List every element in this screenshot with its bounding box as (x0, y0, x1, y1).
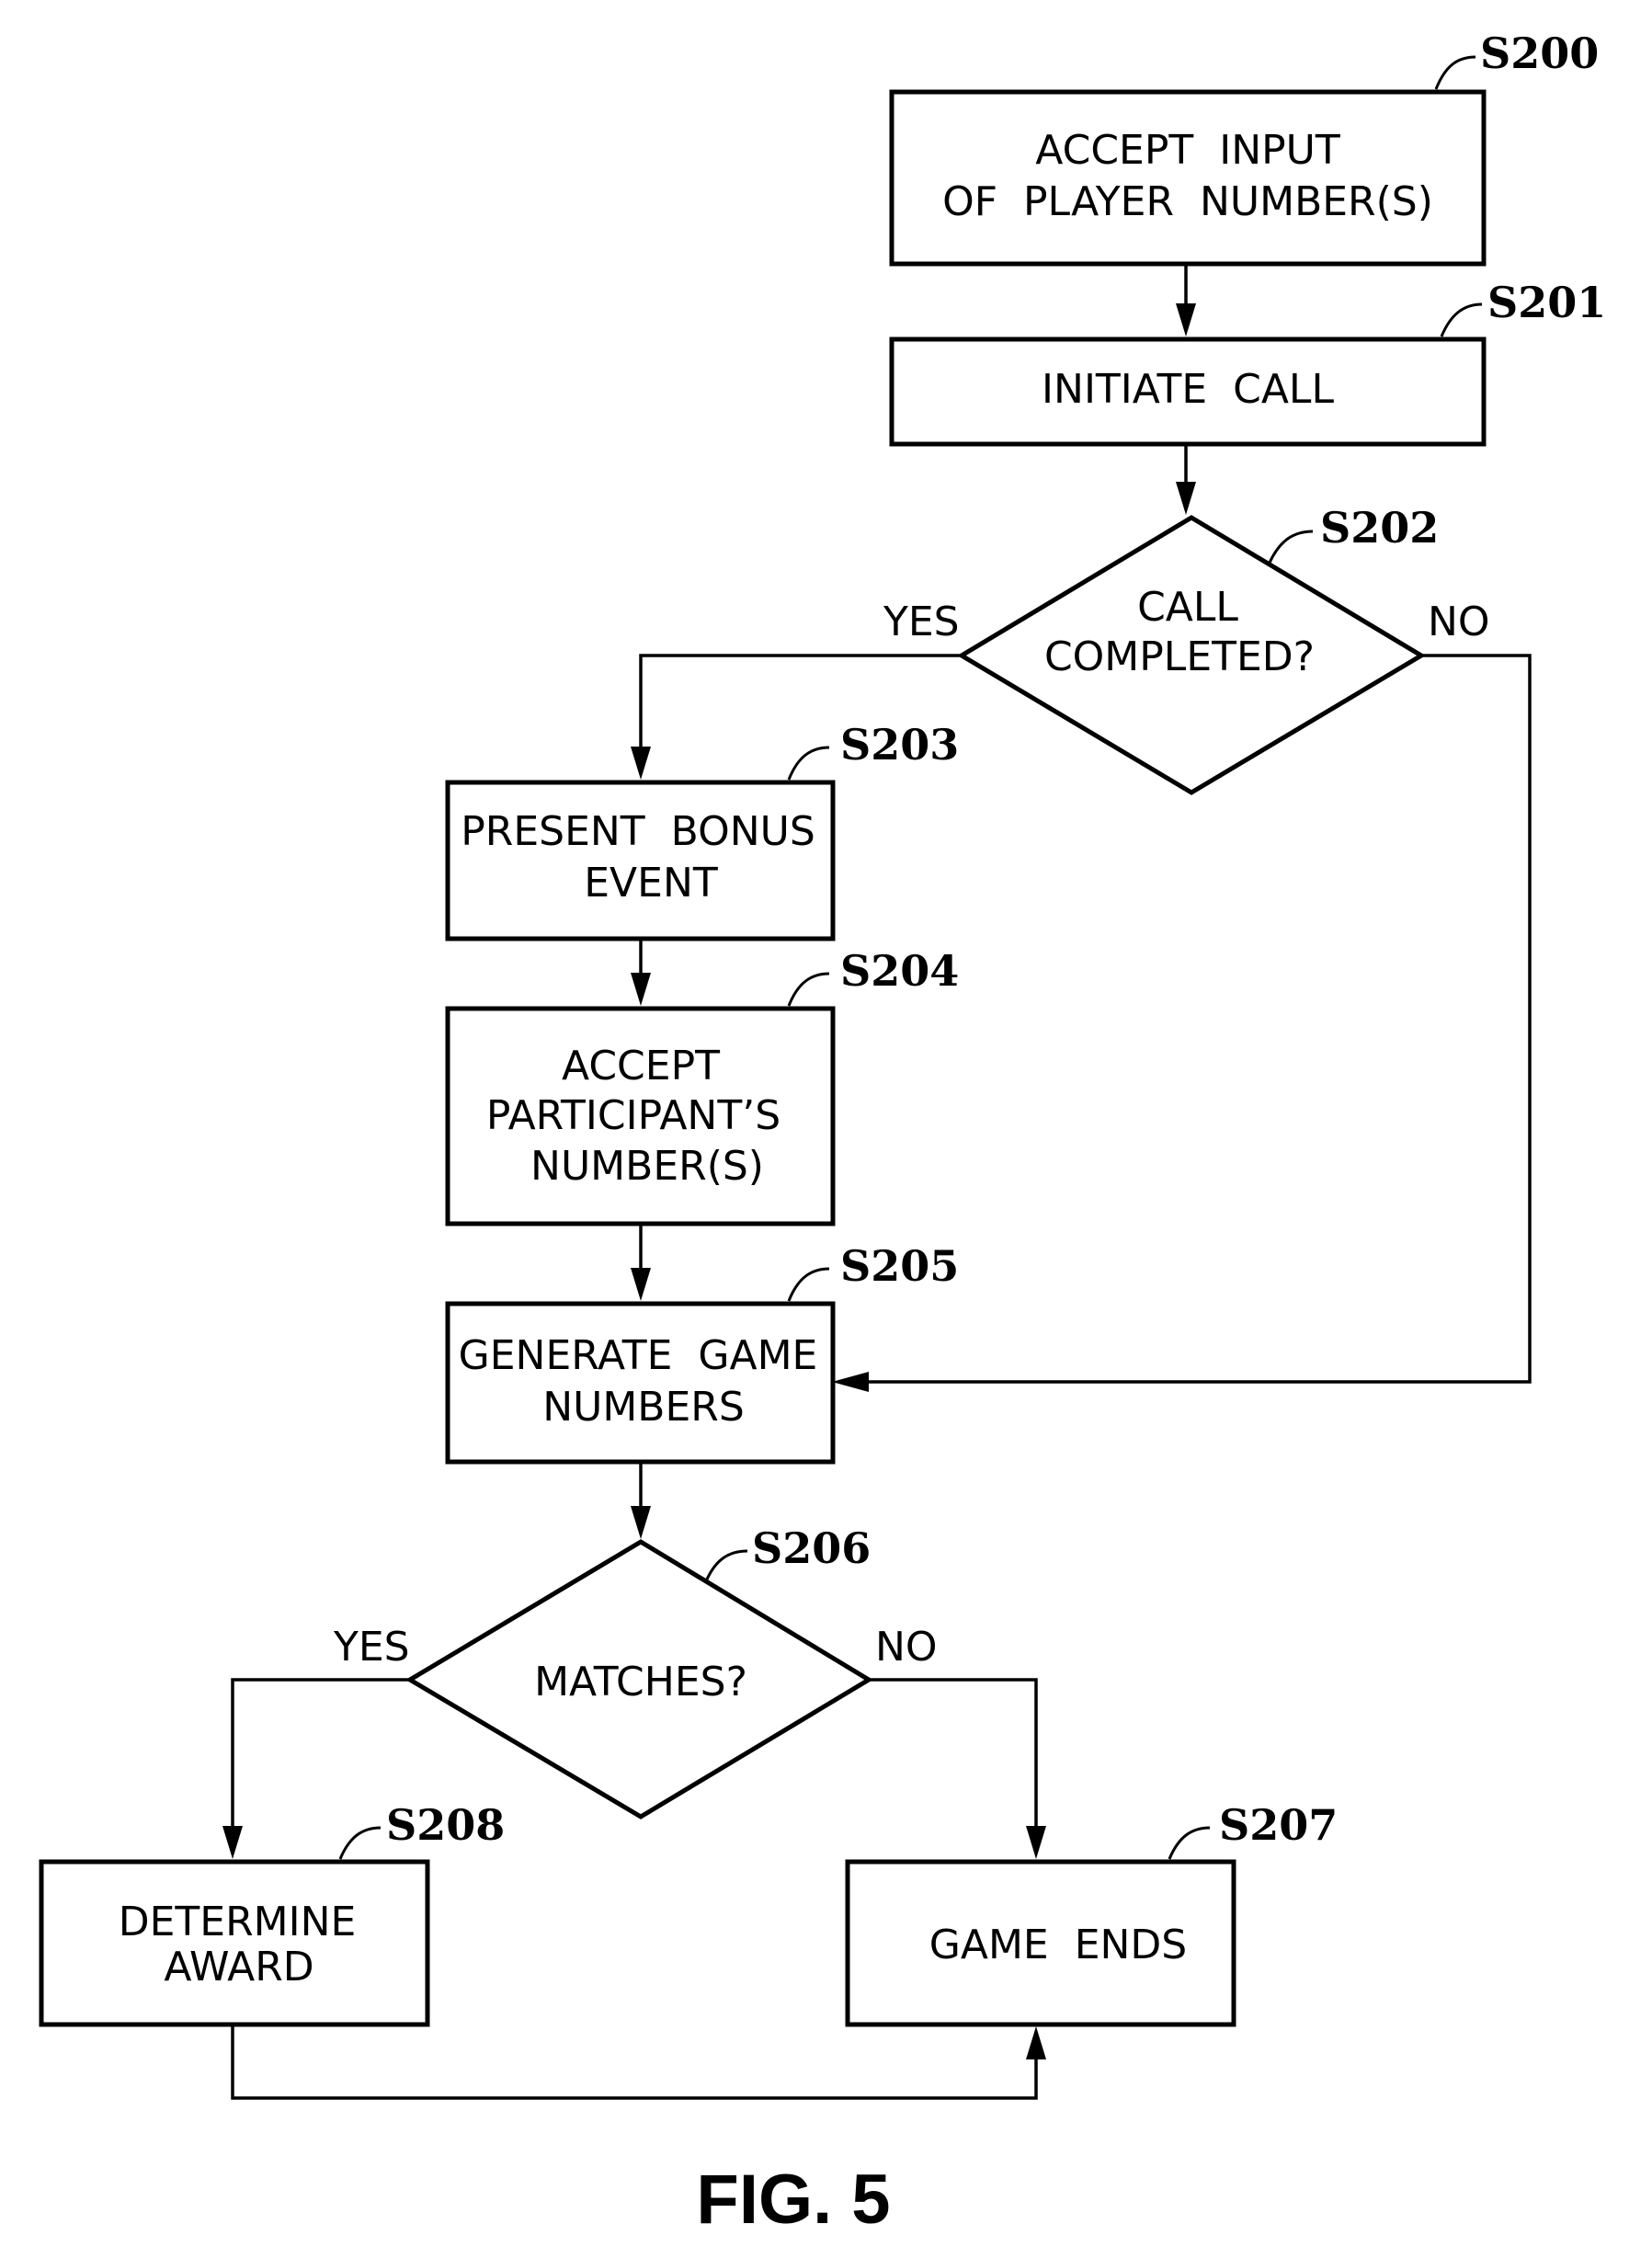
leader-s207 (1169, 1828, 1210, 1859)
leader-s208 (340, 1828, 381, 1859)
step-s205: GENERATE GAME NUMBERS S205 (448, 1241, 959, 1462)
step-s202: CALL COMPLETED? S202 YES NO (883, 503, 1490, 793)
figure-label: FIG. 5 (696, 2161, 890, 2239)
step-s200: ACCEPT INPUT OF PLAYER NUMBER(S) S200 (892, 29, 1599, 264)
arrowhead-s204 (631, 973, 651, 1006)
s206-yes-label: YES (333, 1624, 410, 1671)
s203-line2: EVENT (584, 860, 718, 907)
s202-yes-label: YES (883, 599, 960, 645)
s205-line1: GENERATE GAME (459, 1332, 818, 1379)
s206-line1: MATCHES? (534, 1659, 747, 1705)
s208-line2: AWARD (164, 1944, 313, 1990)
leader-s203 (789, 747, 829, 780)
leader-s200 (1436, 57, 1475, 89)
s207-line1: GAME ENDS (929, 1922, 1187, 1968)
leader-s206 (706, 1551, 747, 1581)
connector-s206-no (869, 1680, 1036, 1833)
ref-s204: S204 (840, 946, 959, 996)
arrowhead-s203 (631, 747, 651, 780)
ref-s205: S205 (840, 1241, 959, 1291)
s200-line1: ACCEPT INPUT (1035, 127, 1340, 174)
ref-s202: S202 (1320, 503, 1439, 553)
connector-s206-yes (233, 1680, 410, 1833)
step-s206: MATCHES? S206 YES NO (333, 1523, 938, 1817)
leader-s205 (789, 1269, 829, 1301)
arrowhead-s201 (1176, 303, 1196, 336)
s204-line2: PARTICIPANT’S (486, 1092, 780, 1139)
ref-s207: S207 (1219, 1800, 1338, 1850)
s200-line2: OF PLAYER NUMBER(S) (942, 178, 1433, 225)
step-s203: PRESENT BONUS EVENT S203 (448, 720, 959, 939)
s205-line2: NUMBERS (542, 1384, 745, 1431)
ref-s206: S206 (752, 1523, 871, 1573)
ref-s208: S208 (386, 1800, 505, 1850)
s202-line1: CALL (1137, 584, 1238, 631)
process-box-s205 (448, 1304, 833, 1462)
leader-s201 (1441, 304, 1482, 336)
s203-line1: PRESENT BONUS (461, 808, 815, 855)
s202-no-label: NO (1428, 599, 1490, 645)
step-s207: GAME ENDS S207 (848, 1800, 1338, 2025)
step-s201: INITIATE CALL S201 (892, 278, 1606, 444)
ref-s203: S203 (840, 720, 959, 770)
s202-line2: COMPLETED? (1044, 633, 1315, 680)
s204-line3: NUMBER(S) (530, 1143, 764, 1190)
s201-line1: INITIATE CALL (1042, 366, 1334, 413)
arrowhead-s208 (222, 1826, 243, 1859)
leader-s202 (1270, 531, 1313, 563)
step-s204: ACCEPT PARTICIPANT’S NUMBER(S) S204 (448, 946, 959, 1224)
leader-s204 (789, 974, 829, 1006)
arrowhead-s205 (631, 1268, 651, 1301)
ref-s201: S201 (1487, 278, 1606, 327)
connector-s208-s207 (233, 2025, 1036, 2098)
arrowhead-s207-bottom (1026, 2026, 1046, 2059)
arrowhead-s205-side (832, 1372, 869, 1392)
arrowhead-s207 (1026, 1826, 1046, 1859)
arrowhead-s206 (631, 1506, 651, 1539)
s208-line1: DETERMINE (119, 1899, 357, 1945)
step-s208: DETERMINE AWARD S208 (41, 1800, 505, 2025)
s206-no-label: NO (875, 1624, 938, 1671)
ref-s200: S200 (1480, 29, 1599, 78)
arrowhead-s202 (1176, 482, 1196, 515)
s204-line1: ACCEPT (562, 1043, 720, 1089)
